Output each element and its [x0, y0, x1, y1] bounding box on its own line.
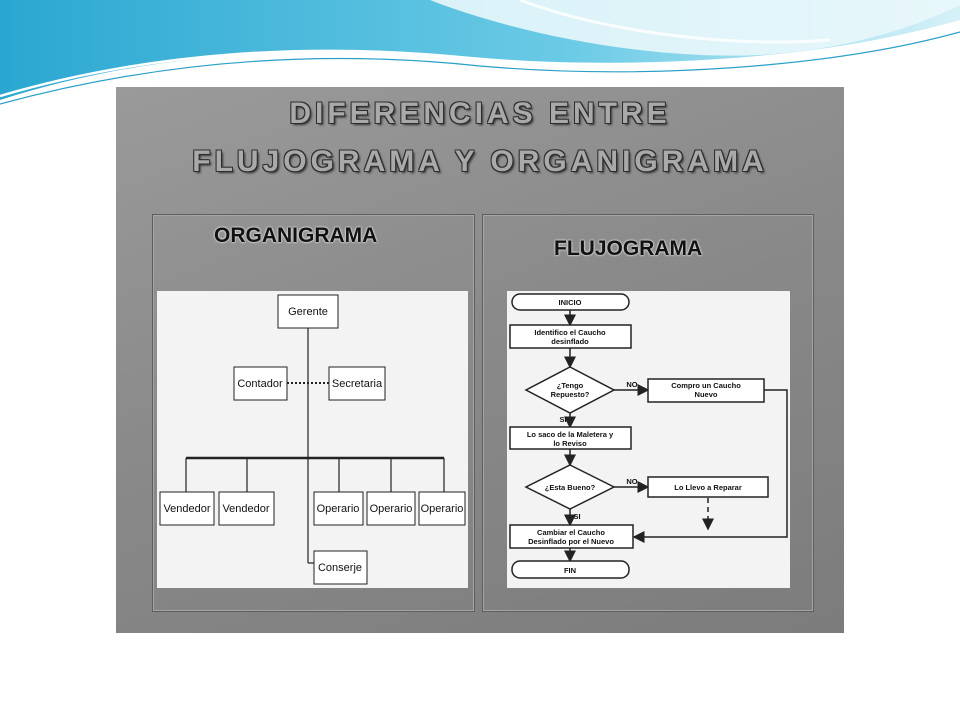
flow-step-buy	[647, 378, 765, 403]
label-operario-2: Operario	[370, 503, 413, 515]
flujograma-panel	[482, 214, 814, 612]
flow-change-line1: Cambiar el Caucho	[537, 528, 605, 537]
flow-check-line1: Lo saco de la Maletera y	[527, 430, 614, 439]
slide-title-line2: FLUJOGRAMA Y ORGANIGRAMA	[192, 145, 768, 178]
label-contador: Contador	[237, 378, 283, 390]
flow-start	[511, 293, 630, 311]
flow-repair-label: Lo Llevo a Reparar	[674, 483, 742, 492]
organigrama-heading: ORGANIGRAMA	[214, 224, 378, 247]
flow-identify-line2: desinflado	[551, 337, 589, 346]
flow-spare-no: NO	[626, 380, 637, 389]
flow-step-repair	[647, 476, 769, 498]
label-operario-3: Operario	[421, 503, 464, 515]
label-vendedor-1: Vendedor	[163, 503, 210, 515]
flow-spare-line1: ¿Tengo	[557, 381, 584, 390]
flow-step-change	[509, 524, 634, 549]
flow-step-identify	[509, 324, 632, 349]
flow-good-label: ¿Esta Bueno?	[545, 483, 596, 492]
slide-image: DIFERENCIAS ENTRE FLUJOGRAMA Y ORGANIGRA…	[116, 87, 844, 633]
box-operario-3	[418, 491, 466, 526]
organigrama-panel	[152, 214, 475, 612]
box-conserje	[313, 550, 368, 585]
flow-decision-spare	[524, 366, 616, 414]
flow-step-check	[509, 426, 632, 450]
flow-end-label: FIN	[564, 566, 576, 575]
flow-identify-line1: Identifico el Caucho	[534, 328, 606, 337]
flow-change-line2: Desinflado por el Nuevo	[528, 537, 614, 546]
box-gerente	[277, 294, 339, 329]
slide-title-line1: DIFERENCIAS ENTRE	[289, 97, 671, 130]
flow-good-si: SI	[573, 512, 580, 521]
flow-end	[511, 560, 630, 579]
box-contador	[233, 366, 288, 401]
flow-start-label: INICIO	[559, 298, 582, 307]
box-operario-1	[313, 491, 364, 526]
label-conserje: Conserje	[318, 562, 362, 574]
flow-spare-si: SI	[559, 415, 566, 424]
flow-chart: INICIO Identifico el Caucho desinflado ¿…	[507, 291, 790, 588]
box-vendedor-1	[159, 491, 215, 526]
flujograma-heading: FLUJOGRAMA	[554, 237, 703, 260]
flow-spare-line2: Repuesto?	[551, 390, 590, 399]
label-gerente: Gerente	[288, 306, 328, 318]
flow-buy-line2: Nuevo	[695, 390, 718, 399]
label-secretaria: Secretaria	[332, 378, 383, 390]
flow-check-line2: lo Reviso	[553, 439, 587, 448]
flow-buy-line1: Compro un Caucho	[671, 381, 741, 390]
header-wave-decoration	[0, 0, 960, 105]
label-vendedor-2: Vendedor	[222, 503, 269, 515]
flow-decision-good	[524, 464, 616, 510]
org-chart: Gerente Contador Secretaria Vendedor Ven…	[157, 291, 468, 588]
box-operario-2	[366, 491, 416, 526]
box-secretaria	[328, 366, 386, 401]
label-operario-1: Operario	[317, 503, 360, 515]
flow-good-no: NO	[626, 477, 637, 486]
box-vendedor-2	[218, 491, 275, 526]
